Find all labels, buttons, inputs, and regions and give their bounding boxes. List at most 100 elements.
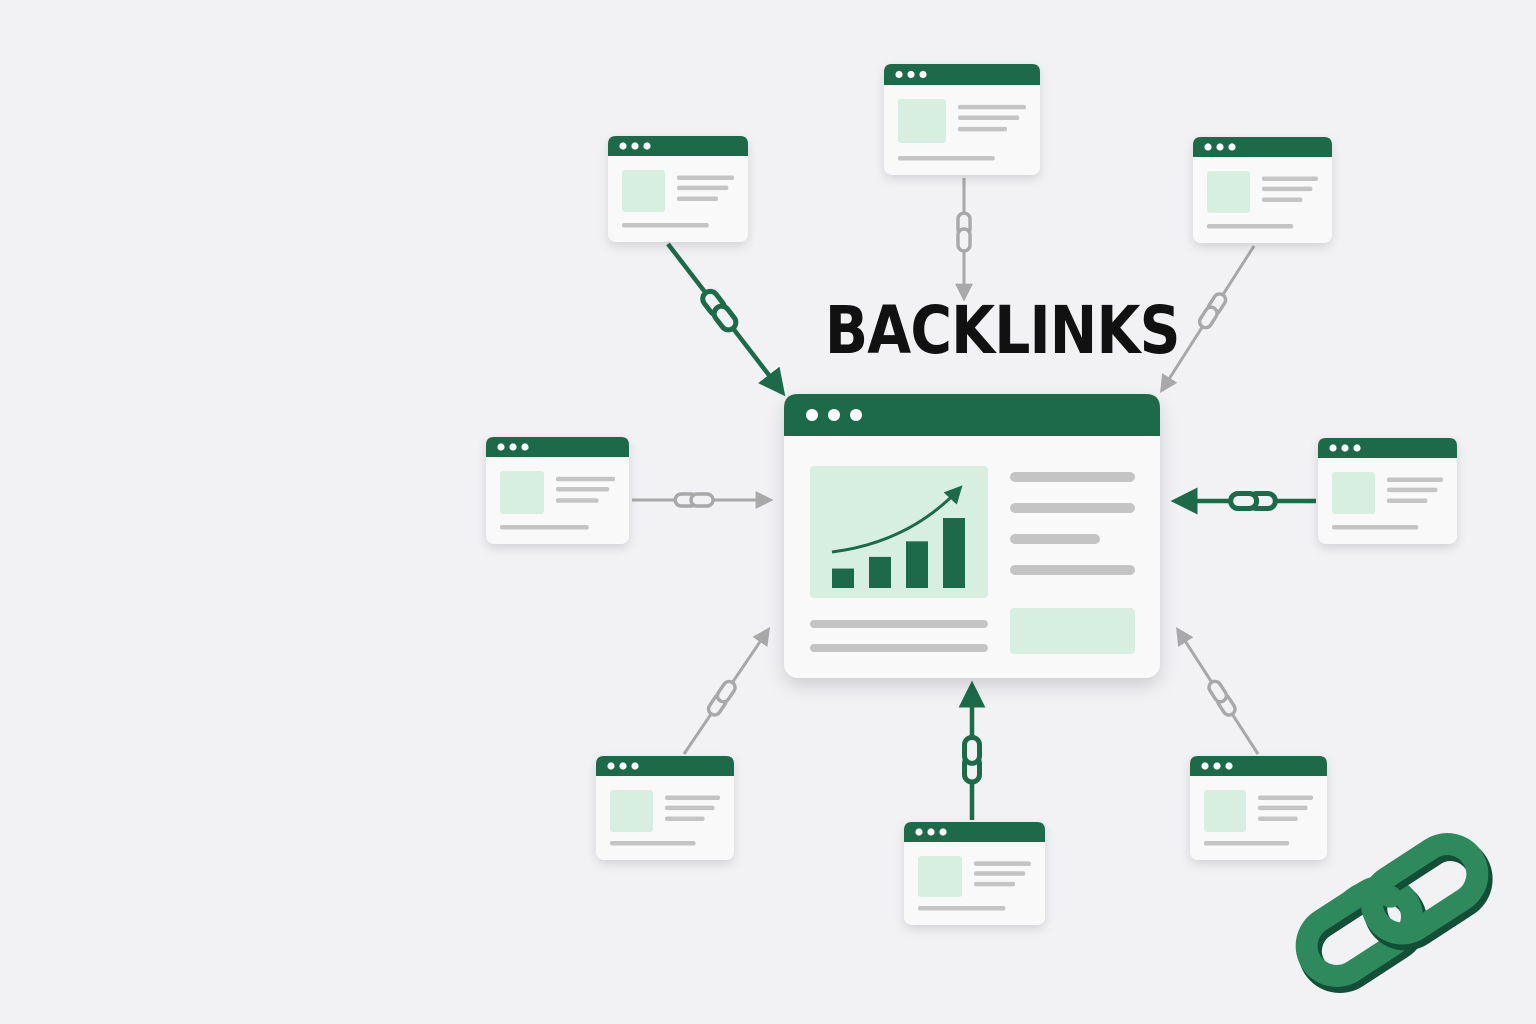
- window-dot: [907, 70, 915, 79]
- page-title-bar: [1190, 756, 1327, 776]
- text-line: [622, 223, 709, 228]
- chart-bar: [943, 518, 965, 588]
- window-dot: [619, 142, 627, 150]
- chain-segment: [1197, 305, 1219, 330]
- text-line: [958, 104, 1026, 110]
- text-line: [1258, 816, 1298, 822]
- text-line: [665, 816, 705, 822]
- image-placeholder: [1207, 171, 1250, 213]
- chain-icon: [1228, 491, 1278, 511]
- text-line: [1010, 534, 1100, 544]
- text-line: [665, 805, 715, 811]
- chain-icon: [673, 492, 715, 508]
- text-line: [610, 841, 696, 846]
- source-page-left: [486, 437, 629, 544]
- window-dot: [497, 443, 505, 451]
- page-title-bar: [596, 756, 734, 776]
- window-dot: [1216, 143, 1224, 151]
- source-page-right: [1318, 438, 1457, 544]
- image-placeholder: [500, 471, 544, 514]
- page-title-bar: [486, 437, 629, 457]
- chain-segment: [956, 227, 972, 253]
- window-dot: [828, 409, 840, 421]
- text-line: [1207, 224, 1294, 229]
- link-bottom-right: [1176, 626, 1260, 755]
- text-line: [958, 126, 1007, 132]
- link-bottom: [958, 680, 986, 820]
- link-top: [955, 178, 973, 302]
- source-pages-layer: [486, 64, 1457, 925]
- chain-link-icon: [1295, 833, 1493, 993]
- chain-segment: [689, 492, 715, 508]
- text-line: [974, 881, 1016, 887]
- image-placeholder: [622, 170, 665, 212]
- window-dot: [806, 409, 818, 421]
- chart-bar: [832, 568, 854, 588]
- source-page-bottom: [904, 822, 1045, 925]
- window-dot: [1213, 762, 1221, 770]
- text-line: [898, 156, 995, 161]
- page-title-bar: [904, 822, 1045, 842]
- chain-segment: [962, 734, 982, 766]
- window-dot: [1225, 762, 1233, 770]
- window-dot: [1204, 143, 1212, 151]
- text-line: [810, 644, 988, 652]
- text-line: [1387, 498, 1428, 504]
- chain-segment: [1207, 679, 1229, 704]
- window-dot: [1228, 143, 1236, 151]
- page-title-bar: [1318, 438, 1457, 458]
- window-dot: [1201, 762, 1209, 770]
- text-line: [1262, 176, 1318, 182]
- chain-icon: [1207, 679, 1237, 717]
- source-page-top-right: [1193, 137, 1332, 243]
- text-line: [1258, 795, 1313, 801]
- text-line: [677, 185, 729, 191]
- button-placeholder: [1010, 608, 1135, 654]
- text-line: [500, 525, 589, 530]
- link-bottom-left: [682, 627, 771, 755]
- chart-bar: [906, 541, 928, 588]
- chain-icon: [956, 211, 972, 253]
- text-line: [1387, 477, 1443, 483]
- window-dot: [607, 762, 615, 770]
- page-title-bar: [608, 136, 748, 156]
- text-line: [1262, 186, 1313, 192]
- text-line: [1010, 503, 1135, 513]
- text-line: [665, 795, 720, 801]
- link-right: [1170, 487, 1316, 515]
- source-page-top-left: [608, 136, 748, 242]
- text-line: [556, 476, 615, 482]
- text-line: [1010, 472, 1135, 482]
- chain-icon: [962, 734, 982, 785]
- window-dot: [619, 762, 627, 770]
- text-line: [1010, 565, 1135, 575]
- source-page-top: [884, 64, 1040, 175]
- target-page: [784, 394, 1160, 678]
- target-page-window: [784, 394, 1160, 678]
- image-placeholder: [918, 856, 962, 897]
- text-line: [556, 498, 599, 503]
- text-line: [1258, 805, 1308, 811]
- chain-icon: [700, 288, 739, 333]
- chain-link-shape: [1295, 833, 1493, 993]
- window-dot: [521, 443, 529, 451]
- image-placeholder: [1332, 472, 1375, 514]
- text-line: [974, 871, 1026, 876]
- text-line: [556, 487, 610, 492]
- text-line: [677, 196, 719, 202]
- chain-link-overlap: [1339, 880, 1402, 913]
- text-line: [918, 906, 1006, 911]
- chain-link-right: [1361, 833, 1489, 945]
- text-line: [958, 115, 1020, 120]
- chain-icon: [1197, 292, 1228, 330]
- chain-icon: [706, 679, 737, 717]
- window-dot: [631, 762, 639, 770]
- window-dot: [643, 142, 651, 150]
- link-left: [632, 491, 774, 509]
- trend-arrow-icon: [831, 485, 963, 554]
- window-dot: [1341, 444, 1349, 452]
- window-dot: [919, 70, 927, 79]
- source-page-bottom-left: [596, 756, 734, 860]
- window-dot: [509, 443, 517, 451]
